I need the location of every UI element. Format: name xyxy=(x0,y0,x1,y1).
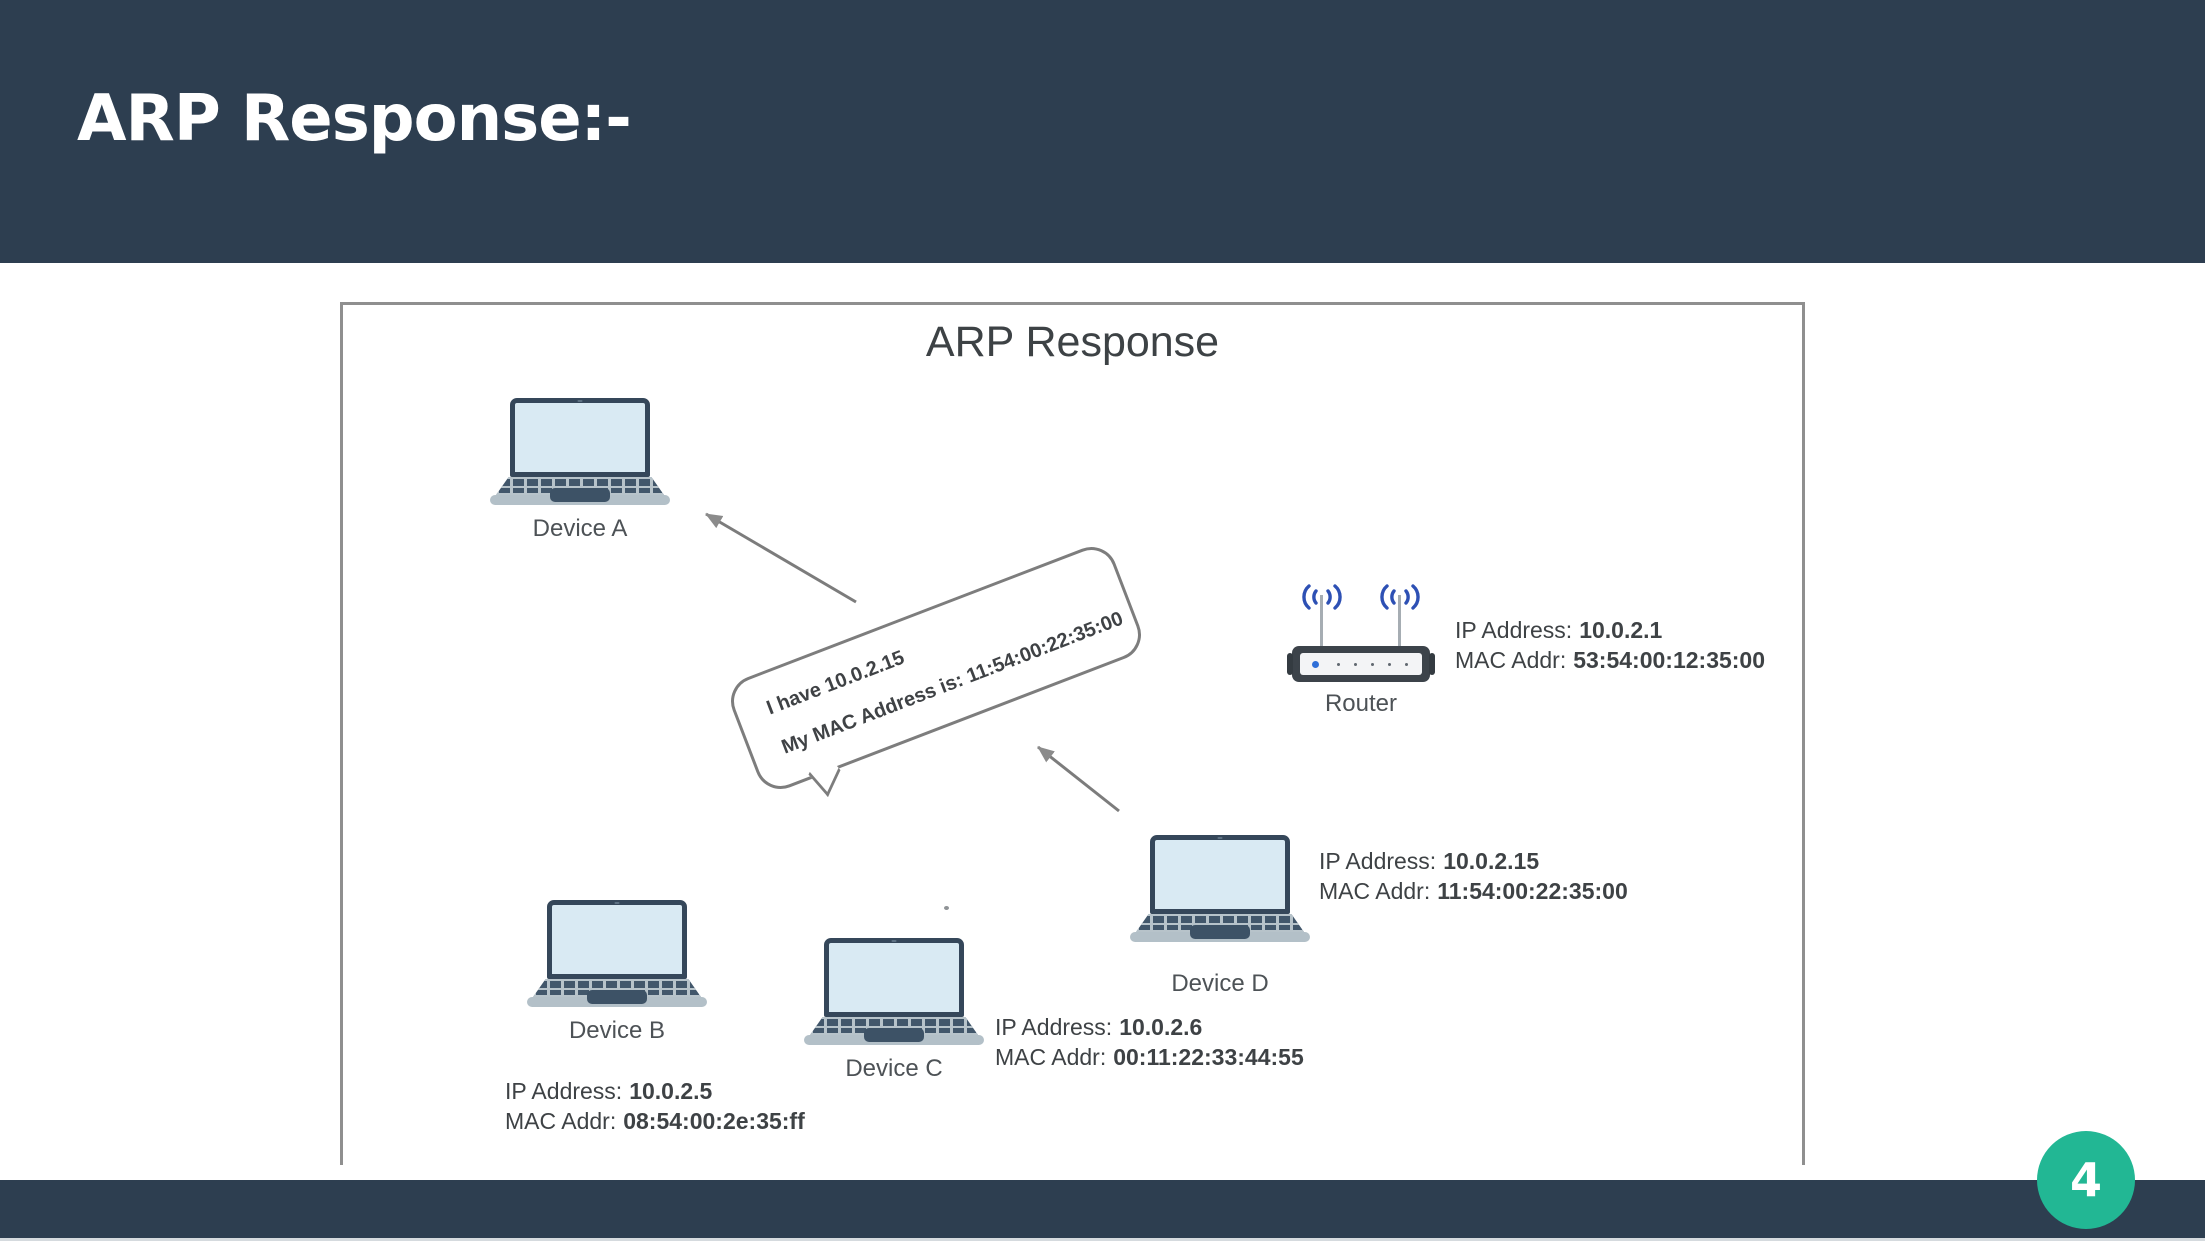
router-body xyxy=(1287,646,1435,682)
slide-title: ARP Response:- xyxy=(77,82,632,156)
device-a-label: Device A xyxy=(532,515,628,542)
laptop-keyboard xyxy=(810,1017,978,1035)
laptop-screen xyxy=(824,938,964,1017)
wifi-signal-icon xyxy=(1380,584,1420,610)
page-number: 4 xyxy=(2069,1153,2102,1207)
device-c-laptop: Device C xyxy=(804,938,984,1088)
laptop-keyboard xyxy=(533,979,701,997)
device-b-mac-line: MAC Addr:08:54:00:2e:35:ff xyxy=(505,1108,805,1134)
device-c-mac-line: MAC Addr:00:11:22:33:44:55 xyxy=(995,1044,1304,1070)
wifi-signal-icon xyxy=(1302,584,1342,610)
laptop-trackpad xyxy=(587,990,647,1004)
router: Router xyxy=(1285,582,1437,717)
device-d-info: IP Address:10.0.2.15 MAC Addr:11:54:00:2… xyxy=(1319,846,1628,906)
router-info: IP Address:10.0.2.1 MAC Addr:53:54:00:12… xyxy=(1455,615,1765,675)
device-c-label: Device C xyxy=(845,1055,943,1082)
device-b-laptop: Device B xyxy=(527,900,707,1050)
router-label: Router xyxy=(1324,690,1398,717)
router-ports xyxy=(1337,662,1408,666)
device-d-mac-line: MAC Addr:11:54:00:22:35:00 xyxy=(1319,878,1628,904)
device-c-info: IP Address:10.0.2.6 MAC Addr:00:11:22:33… xyxy=(995,1012,1304,1072)
slide-footer xyxy=(0,1180,2205,1238)
laptop-keyboard xyxy=(1136,914,1304,932)
router-ip-line: IP Address:10.0.2.1 xyxy=(1455,617,1663,643)
router-front-panel xyxy=(1300,653,1422,675)
router-antenna xyxy=(1320,595,1323,648)
diagram-title: ARP Response xyxy=(925,318,1220,366)
router-antenna xyxy=(1398,595,1401,648)
device-c-ip-line: IP Address:10.0.2.6 xyxy=(995,1014,1203,1040)
router-led xyxy=(1312,660,1319,668)
bottom-edge-strip xyxy=(0,1238,2205,1241)
laptop-screen xyxy=(1150,835,1290,914)
stray-dot xyxy=(944,906,949,910)
slide-header: ARP Response:- xyxy=(0,0,2205,263)
laptop-screen xyxy=(547,900,687,979)
device-d-label: Device D xyxy=(1171,970,1269,997)
laptop-screen xyxy=(510,398,650,477)
laptop-trackpad xyxy=(864,1028,924,1042)
device-d-laptop: Device D xyxy=(1130,835,1310,997)
device-b-info: IP Address:10.0.2.5 MAC Addr:08:54:00:2e… xyxy=(505,1076,805,1136)
router-mac-line: MAC Addr:53:54:00:12:35:00 xyxy=(1455,647,1766,673)
laptop-trackpad xyxy=(1190,925,1250,939)
laptop-trackpad xyxy=(550,488,610,502)
device-b-label: Device B xyxy=(568,1017,666,1044)
device-b-ip-line: IP Address:10.0.2.5 xyxy=(505,1078,713,1104)
device-a-laptop: Device A xyxy=(490,398,670,548)
device-d-ip-line: IP Address:10.0.2.15 xyxy=(1319,848,1540,874)
laptop-keyboard xyxy=(496,477,664,495)
page-number-badge: 4 xyxy=(2037,1131,2135,1229)
